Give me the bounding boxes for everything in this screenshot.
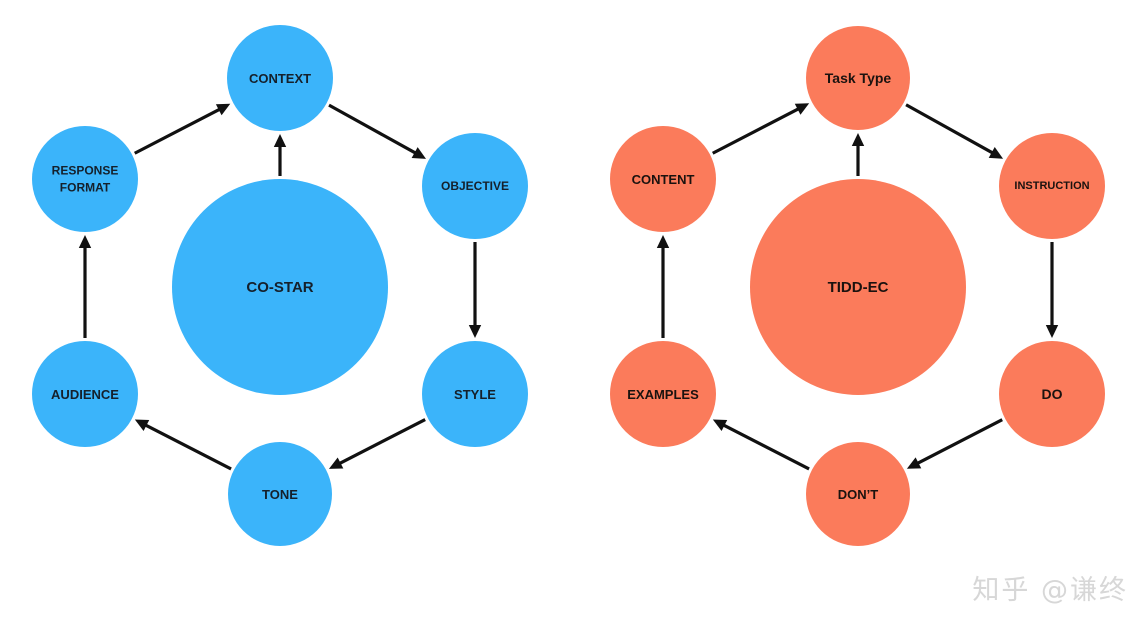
node-circle-objective[interactable]: [422, 133, 528, 239]
node-style[interactable]: STYLE: [422, 341, 528, 447]
node-circle-context[interactable]: [227, 25, 333, 131]
edge-shaft: [905, 103, 995, 155]
node-dont[interactable]: DON’T: [806, 442, 910, 546]
edge-shaft: [721, 422, 810, 471]
node-circle-co-star[interactable]: [172, 179, 388, 395]
edge-arrowhead: [851, 133, 865, 146]
edge-response-format-to-context: [133, 103, 231, 155]
node-content[interactable]: CONTENT: [610, 126, 716, 232]
edge-arrowhead: [134, 419, 150, 431]
edge-tone-to-audience: [134, 419, 232, 471]
edge-arrowhead: [468, 325, 482, 338]
edge-arrowhead: [988, 147, 1004, 159]
node-examples[interactable]: EXAMPLES: [610, 341, 716, 447]
edge-arrowhead: [273, 134, 287, 147]
node-context[interactable]: CONTEXT: [227, 25, 333, 131]
edge-examples-to-content: [656, 235, 670, 338]
edge-content-to-task-type: [711, 103, 810, 155]
node-tone[interactable]: TONE: [228, 442, 332, 546]
edge-arrowhead: [906, 457, 922, 469]
edge-layer: [656, 103, 1059, 471]
edge-style-to-tone: [328, 418, 426, 469]
edge-layer: [78, 103, 482, 471]
watermark-text: 知乎 @谦终: [972, 575, 1128, 606]
edge-shaft: [915, 418, 1003, 466]
node-circle-content[interactable]: [610, 126, 716, 232]
edge-dont-to-examples: [712, 419, 810, 471]
edge-shaft: [143, 422, 232, 471]
edge-arrowhead: [794, 103, 810, 115]
edge-shaft: [337, 418, 426, 466]
edge-instruction-to-do: [1045, 242, 1059, 338]
edge-co-star-to-context: [273, 134, 287, 176]
node-circle-style[interactable]: [422, 341, 528, 447]
edge-shaft: [711, 106, 801, 155]
edge-objective-to-style: [468, 242, 482, 338]
node-circle-examples[interactable]: [610, 341, 716, 447]
node-objective[interactable]: OBJECTIVE: [422, 133, 528, 239]
edge-arrowhead: [328, 457, 344, 469]
node-audience[interactable]: AUDIENCE: [32, 341, 138, 447]
node-circle-tone[interactable]: [228, 442, 332, 546]
node-circle-do[interactable]: [999, 341, 1105, 447]
edge-context-to-objective: [328, 103, 427, 159]
edge-arrowhead: [411, 147, 427, 159]
edge-do-to-dont: [906, 418, 1003, 469]
edge-arrowhead: [712, 419, 728, 431]
node-circle-dont[interactable]: [806, 442, 910, 546]
node-circle-tidd-ec[interactable]: [750, 179, 966, 395]
node-circle-response-format[interactable]: [32, 126, 138, 232]
edge-task-type-to-instruction: [905, 103, 1004, 159]
edge-audience-to-response-format: [78, 235, 92, 338]
node-instruction[interactable]: INSTRUCTION: [999, 133, 1105, 239]
edge-tidd-ec-to-task-type: [851, 133, 865, 176]
edge-arrowhead: [1045, 325, 1059, 338]
node-circle-task-type[interactable]: [806, 26, 910, 130]
node-co-star[interactable]: CO-STAR: [172, 179, 388, 395]
node-circle-instruction[interactable]: [999, 133, 1105, 239]
edge-shaft: [328, 103, 418, 156]
node-task-type[interactable]: Task Type: [806, 26, 910, 130]
edge-shaft: [133, 107, 222, 155]
edge-arrowhead: [215, 103, 231, 116]
node-circle-audience[interactable]: [32, 341, 138, 447]
edge-arrowhead: [78, 235, 92, 248]
node-tidd-ec[interactable]: TIDD-EC: [750, 179, 966, 395]
node-do[interactable]: DO: [999, 341, 1105, 447]
edge-arrowhead: [656, 235, 670, 248]
